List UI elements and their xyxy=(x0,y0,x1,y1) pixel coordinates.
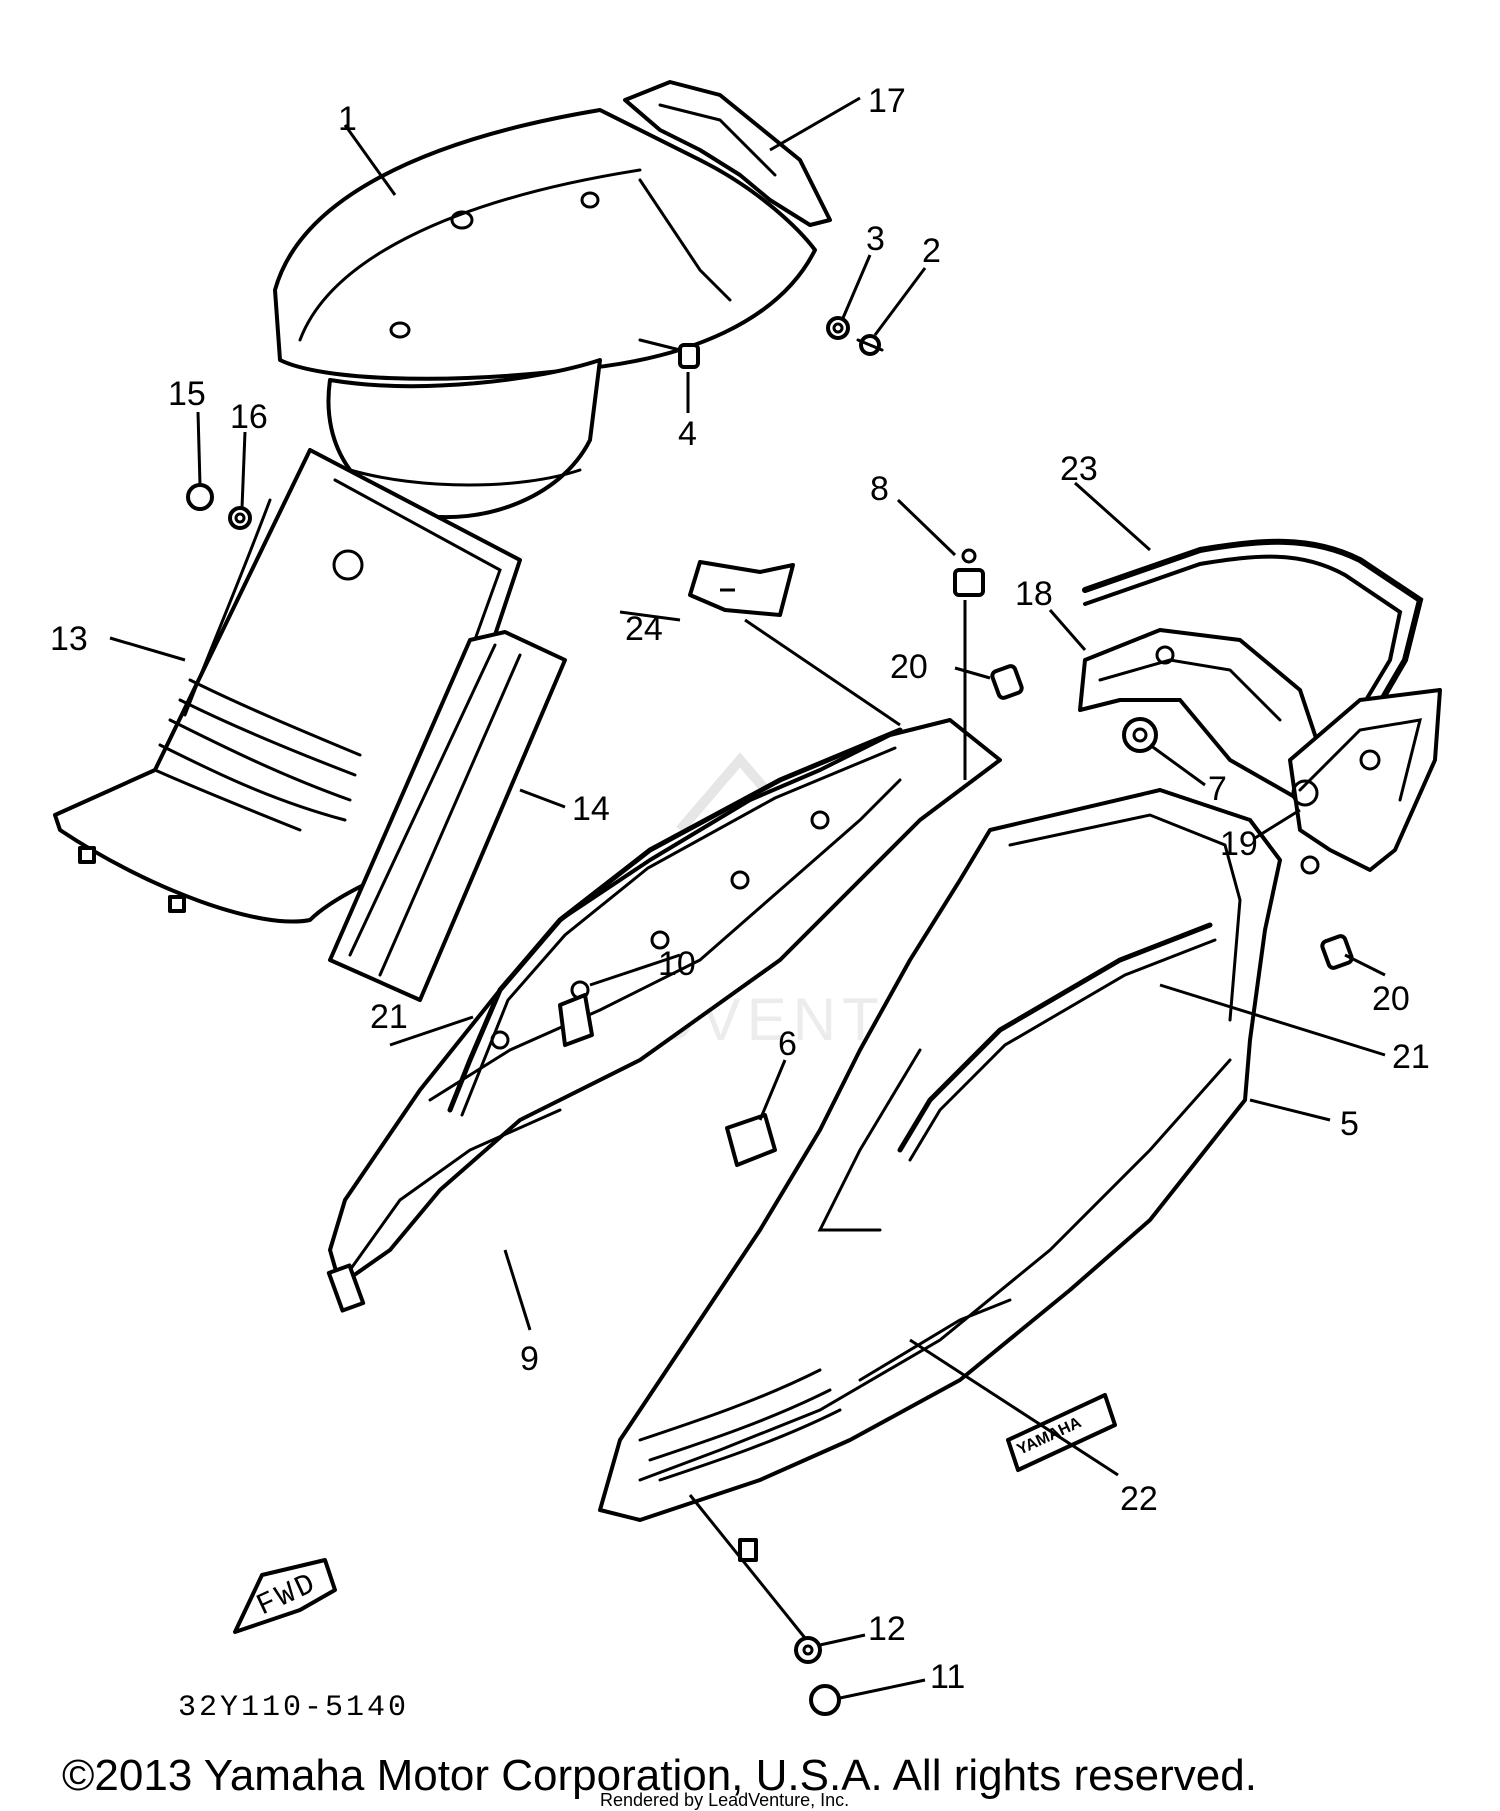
callout-10: 10 xyxy=(658,945,696,983)
part-20-nut-lower xyxy=(1320,934,1354,970)
part-22-emblem: YAMAHA xyxy=(1006,1393,1117,1472)
diagram-code: 32Y110-5140 xyxy=(178,1691,409,1725)
callout-23: 23 xyxy=(1060,450,1098,488)
part-3-washer xyxy=(826,316,850,340)
part-2-screw xyxy=(856,334,884,356)
callout-5: 5 xyxy=(1340,1105,1359,1143)
callout-2: 2 xyxy=(922,232,941,270)
credit-text: Rendered by LeadVenture, Inc. xyxy=(600,1790,849,1810)
callout-7: 7 xyxy=(1208,770,1227,808)
callout-18: 18 xyxy=(1015,575,1053,613)
callout-1: 1 xyxy=(338,100,357,138)
part-7-clip xyxy=(1122,717,1158,753)
leader-lines xyxy=(109,96,1386,1700)
callout-20-lower: 20 xyxy=(1372,980,1410,1018)
part-5-right-side-cover xyxy=(598,788,1282,1562)
callout-15: 15 xyxy=(168,375,206,413)
callout-12: 12 xyxy=(868,1610,906,1648)
callout-11: 11 xyxy=(930,1658,965,1696)
part-23-grab-rail xyxy=(1082,538,1424,723)
callout-24: 24 xyxy=(625,610,663,648)
part-12-washer xyxy=(794,1636,822,1664)
fwd-arrow: FWD xyxy=(233,1558,337,1634)
callout-6: 6 xyxy=(778,1025,797,1063)
part-8-nut xyxy=(953,548,985,597)
part-15-nut xyxy=(186,483,214,511)
callout-4: 4 xyxy=(678,415,697,453)
part-14-inner-panel xyxy=(328,630,567,1002)
callout-8: 8 xyxy=(870,470,889,508)
part-20-nut-upper xyxy=(990,664,1024,700)
callout-14: 14 xyxy=(572,790,610,828)
callout-16: 16 xyxy=(230,398,268,436)
part-11-nut xyxy=(809,1684,841,1716)
part-21-stripe-right xyxy=(897,922,1217,1162)
callout-21-left: 21 xyxy=(370,998,408,1036)
callout-17: 17 xyxy=(868,82,906,120)
part-17-flap xyxy=(623,80,832,227)
callout-13: 13 xyxy=(50,620,88,658)
part-24-label xyxy=(688,560,795,617)
part-16-washer xyxy=(228,506,252,530)
part-10-pad xyxy=(558,993,594,1047)
part-19-bracket xyxy=(1288,688,1442,875)
copyright-text: ©2013 Yamaha Motor Corporation, U.S.A. A… xyxy=(62,1751,1257,1800)
callout-labels: 1 17 3 2 4 15 16 13 14 24 8 23 18 20 7 1… xyxy=(50,82,1430,1696)
callout-21-right: 21 xyxy=(1392,1038,1430,1076)
part-6-pad xyxy=(725,1113,777,1167)
part-21-stripe-left xyxy=(447,727,903,1117)
part-4-nut xyxy=(638,338,700,369)
callout-9: 9 xyxy=(520,1340,539,1378)
callout-3: 3 xyxy=(866,220,885,258)
callout-22: 22 xyxy=(1120,1480,1158,1518)
callout-19: 19 xyxy=(1220,825,1258,863)
callout-20-upper: 20 xyxy=(890,648,928,686)
